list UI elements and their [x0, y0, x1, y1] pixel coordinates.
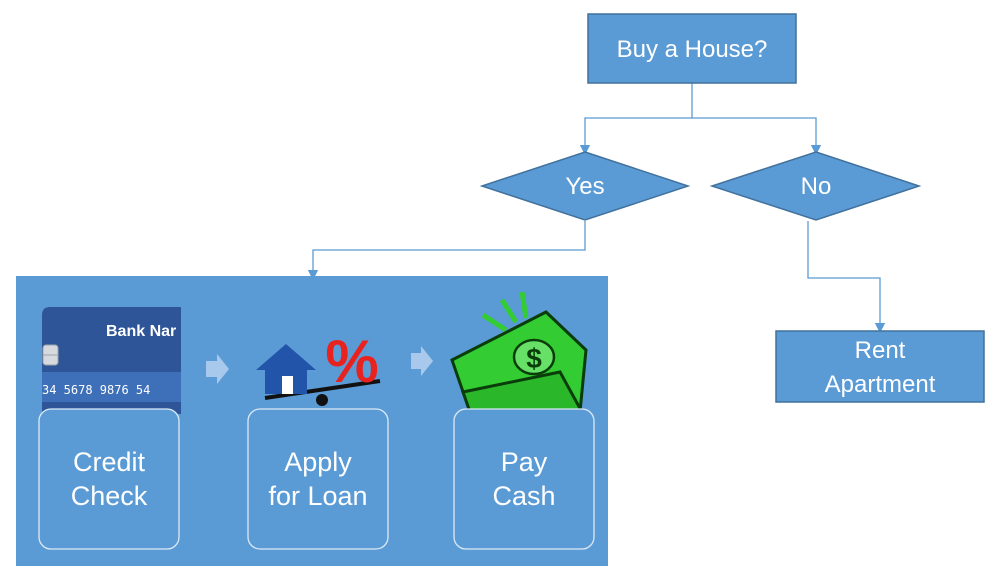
decision-yes: Yes [479, 151, 691, 221]
connector-yes-to-panel [307, 221, 586, 281]
card-number: 34 5678 9876 54 [42, 383, 150, 397]
step-apply-for-loan: Apply for Loan [247, 408, 389, 550]
node-buy-a-house-label: Buy a House? [617, 36, 768, 63]
dollar-sign: $ [526, 343, 542, 374]
cash-icon: $ [450, 291, 588, 414]
credit-card-icon: Bank Nar 34 5678 9876 54 [42, 307, 181, 414]
step-apply-for-loan-line1: Apply [284, 447, 352, 477]
node-buy-a-house: Buy a House? [587, 13, 797, 84]
rent-label-line2: Apartment [825, 371, 936, 398]
step-credit-check-line1: Credit [73, 447, 146, 477]
process-panel: Bank Nar 34 5678 9876 54 % $ [16, 276, 608, 566]
decision-no: No [709, 151, 922, 221]
step-pay-cash-line2: Cash [492, 481, 555, 511]
step-arrow-1 [206, 354, 229, 384]
step-pay-cash-line1: Pay [501, 447, 548, 477]
connector-no-to-rent [807, 221, 886, 334]
connectors [307, 83, 886, 334]
connector-start-to-yes [579, 83, 693, 156]
step-credit-check-line2: Check [71, 481, 148, 511]
card-bank-name: Bank Nar [106, 323, 176, 340]
decision-yes-label: Yes [565, 173, 604, 200]
step-arrow-2 [411, 346, 433, 376]
step-pay-cash: Pay Cash [453, 408, 595, 550]
house-percent-icon: % [256, 328, 381, 406]
step-credit-check: Credit Check [38, 408, 180, 550]
decision-no-label: No [801, 173, 832, 200]
step-apply-for-loan-line2: for Loan [268, 481, 367, 511]
percent-sign: % [325, 328, 378, 395]
connector-start-to-no [692, 117, 822, 156]
rent-label-line1: Rent [855, 337, 906, 364]
node-rent-apartment: Rent Apartment [775, 330, 985, 403]
